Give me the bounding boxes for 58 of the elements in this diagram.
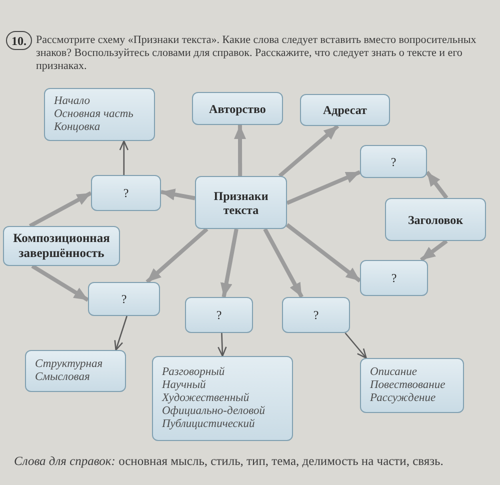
list-box: [44, 88, 155, 141]
arrow: [119, 140, 129, 175]
list-item: Научный: [162, 379, 207, 392]
concept-box: [300, 94, 390, 126]
question-mark-text: ?: [390, 154, 396, 168]
arrow: [28, 191, 92, 228]
concept-box: [192, 92, 283, 125]
list-box: [360, 358, 464, 413]
arrow: [425, 170, 448, 200]
task-text: Рассмотрите схему «Признаки текста». Какие слова следует вставить вместо вопросительных знаков? Воспользуйтесь словами для справок. Расскажите, что следует знать о тексте и его признаках.: [36, 34, 478, 73]
list-item: Концовка: [54, 121, 102, 134]
arrow: [31, 264, 90, 302]
list-item: Начало: [54, 95, 92, 108]
box-label: Признаки текста: [212, 188, 270, 216]
box-label: Композиционная завершённость: [12, 231, 111, 261]
list-item: Рассуждение: [370, 392, 437, 405]
question-mark-text: ?: [216, 308, 222, 322]
question-box: [88, 282, 160, 316]
concept-box: [3, 226, 120, 266]
question-box: [185, 297, 253, 333]
question-box: [91, 175, 161, 211]
question-box: [360, 260, 428, 296]
question-mark-text: ?: [123, 186, 129, 200]
question-mark-text: ?: [121, 292, 127, 306]
list-item: Художественный: [162, 392, 250, 405]
arrow: [146, 228, 208, 284]
question-mark-text: ?: [391, 271, 397, 285]
arrow: [344, 332, 367, 359]
arrow: [420, 239, 448, 262]
list-item: Смысловая: [35, 371, 91, 384]
arrow: [114, 316, 128, 351]
box-label: Авторство: [209, 102, 266, 116]
arrow: [218, 332, 227, 357]
reference-words: Слова для справок: основная мысль, стиль, тип, тема, делимость на части, связь.: [14, 454, 444, 469]
arrow: [286, 223, 362, 282]
list-item: Структурная: [35, 358, 104, 371]
arrow: [234, 125, 246, 176]
list-item: Основная часть: [54, 108, 134, 121]
arrow: [286, 170, 361, 205]
question-box: [360, 145, 427, 178]
list-item: Повествование: [370, 379, 446, 392]
question-mark-text: ?: [313, 308, 319, 322]
box-label: Адресат: [323, 103, 367, 117]
question-box: [282, 297, 350, 333]
central-box: [195, 176, 287, 229]
list-box: [152, 356, 293, 441]
concept-box: [385, 198, 486, 241]
list-item: Описание: [370, 366, 418, 379]
list-item: Разговорный: [162, 366, 226, 379]
list-item: Публицистический: [162, 418, 256, 431]
list-item: Официально-деловой: [162, 405, 266, 418]
task-number: 10.: [6, 31, 32, 50]
arrow: [220, 228, 238, 298]
list-box: [25, 350, 126, 392]
arrow: [278, 124, 340, 178]
box-label: Заголовок: [408, 212, 464, 226]
arrow: [160, 188, 196, 200]
arrow: [263, 228, 304, 298]
